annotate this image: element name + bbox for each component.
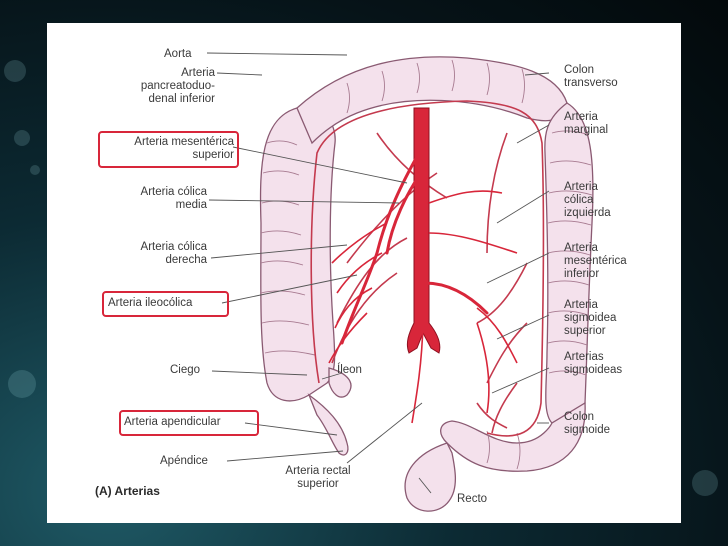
label-line: sigmoide — [564, 424, 611, 436]
label-line: transverso — [564, 77, 618, 89]
highlight-box-apendicular — [119, 410, 259, 436]
artery-subbranches — [328, 190, 518, 424]
label-left-colic-artery: Arteria cólica izquierda — [564, 181, 611, 220]
label-line: Colon — [564, 64, 595, 76]
label-line: superior — [564, 325, 606, 337]
label-line: cólica — [564, 194, 594, 206]
label-line: izquierda — [564, 207, 611, 219]
colon — [259, 56, 594, 512]
bokeh-dot — [14, 130, 30, 146]
label-appendicular-artery: Arteria apendicular — [124, 416, 221, 428]
bokeh-dot — [8, 370, 36, 398]
label-line: denal inferior — [148, 93, 215, 105]
label-line: Arteria — [181, 67, 215, 79]
figure-panel: Aorta Arteria pancreatoduo- denal inferi… — [47, 23, 681, 523]
label-line: Arteria cólica — [140, 241, 207, 253]
label-line: inferior — [564, 268, 600, 280]
label-line: sigmoideas — [564, 364, 623, 376]
label-line: pancreatoduo- — [140, 80, 215, 92]
label-aorta: Aorta — [164, 48, 192, 60]
label-line: Arteria rectal — [285, 465, 351, 477]
label-line: mesentérica — [564, 255, 627, 267]
arteries-diagram — [206, 52, 594, 512]
label-superior-rectal-artery: Arteria rectal superior — [272, 465, 364, 491]
label-marginal-artery: Arteria marginal — [564, 111, 608, 137]
highlight-box-mesenterica-superior — [98, 131, 239, 168]
label-right-colic-artery: Arteria cólica derecha — [107, 241, 207, 267]
aorta — [406, 107, 441, 354]
label-ileocolic-artery: Arteria ileocólica — [108, 297, 193, 309]
label-cecum: Ciego — [170, 364, 201, 376]
label-line: Arteria — [564, 111, 598, 123]
label-sigmoid-colon: Colon sigmoide — [564, 411, 610, 437]
label-line: Arterias — [564, 351, 604, 363]
label-line: derecha — [165, 254, 207, 266]
haustra — [260, 59, 593, 470]
label-ileum: Íleon — [337, 364, 362, 376]
bokeh-dot — [692, 470, 718, 496]
label-transverse-colon: Colon transverso — [564, 64, 618, 90]
label-inferior-mesenteric-artery: Arteria mesentérica inferior — [564, 242, 627, 281]
artery-branches — [340, 151, 489, 345]
label-line: sigmoidea — [564, 312, 617, 324]
label-line: superior — [192, 149, 234, 161]
figure-caption: (A) Arterias — [95, 484, 160, 498]
highlight-box-ileocolica — [102, 291, 229, 317]
label-line: superior — [297, 478, 339, 490]
label-line: Colon — [564, 411, 595, 423]
label-line: media — [175, 199, 207, 211]
label-appendix: Apéndice — [160, 455, 208, 467]
label-superior-sigmoid-artery: Arteria sigmoidea superior — [564, 299, 616, 338]
label-middle-colic-artery: Arteria cólica media — [107, 186, 207, 212]
label-line: Arteria mesentérica — [134, 136, 234, 148]
label-pancreatoduodenal-artery: Arteria pancreatoduo- denal inferior — [111, 67, 215, 106]
label-line: Arteria — [564, 242, 598, 254]
leader-lines — [206, 52, 550, 494]
label-sigmoid-arteries: Arterias sigmoideas — [564, 351, 622, 377]
label-rectum: Recto — [457, 493, 488, 505]
label-line: Arteria cólica — [140, 186, 207, 198]
label-line: marginal — [564, 124, 609, 136]
bokeh-dot — [30, 165, 40, 175]
bokeh-dot — [4, 60, 26, 82]
label-superior-mesenteric-artery: Arteria mesentérica superior — [101, 136, 234, 162]
label-line: Arteria — [564, 299, 598, 311]
label-line: Arteria — [564, 181, 598, 193]
